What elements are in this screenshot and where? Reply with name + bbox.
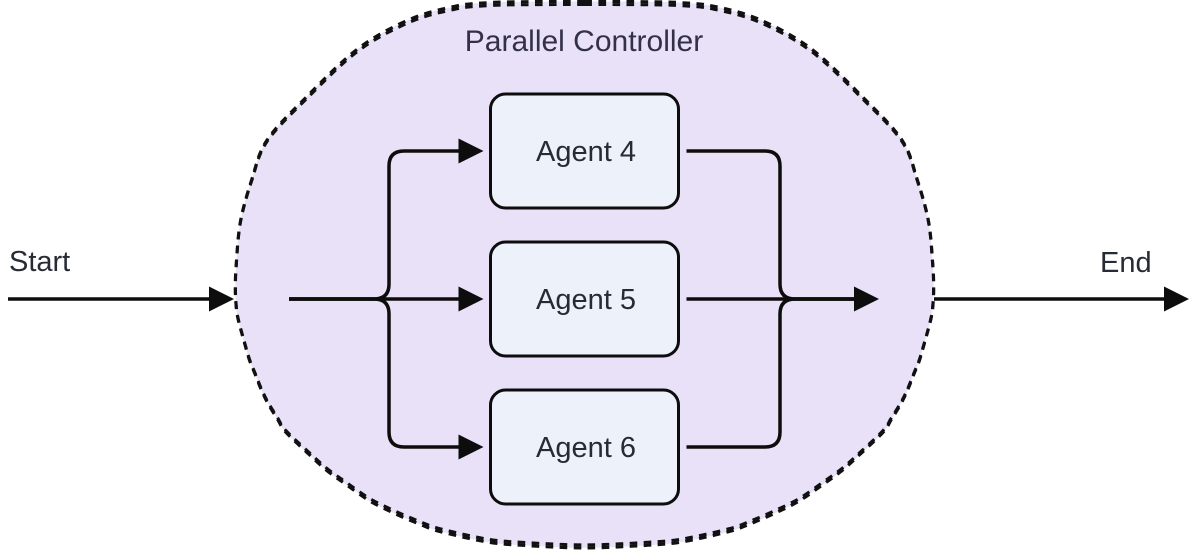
svg-text:Parallel Controller: Parallel Controller (465, 25, 703, 58)
svg-text:Agent 6: Agent 6 (536, 432, 636, 464)
svg-text:Agent 5: Agent 5 (536, 284, 636, 316)
svg-text:End: End (1100, 247, 1152, 279)
svg-text:Agent 4: Agent 4 (536, 136, 636, 168)
svg-text:Start: Start (9, 246, 70, 278)
